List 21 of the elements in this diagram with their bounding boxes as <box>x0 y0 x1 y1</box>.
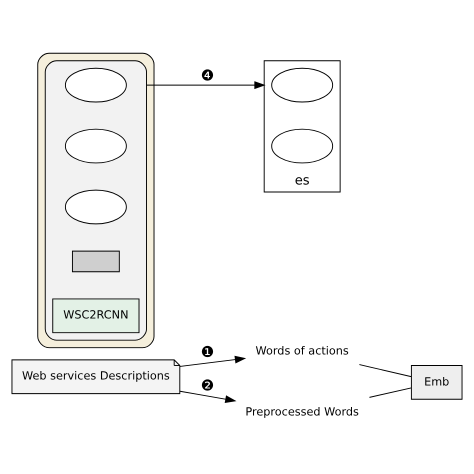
edge-label: ❹ <box>200 66 214 84</box>
node-text: Words of actions <box>256 344 349 357</box>
cluster <box>37 52 154 348</box>
arrow <box>146 80 266 89</box>
node-ellipse <box>64 128 127 163</box>
arrow <box>180 355 246 366</box>
node-ellipse <box>271 67 334 102</box>
node-box: Emb <box>410 364 462 400</box>
node-ellipse <box>64 189 127 224</box>
node-box: WSC2RCNN <box>52 298 140 333</box>
arrow <box>180 390 236 403</box>
cluster <box>44 60 147 340</box>
connector <box>368 386 412 398</box>
node-box <box>72 250 120 272</box>
connector <box>358 364 412 377</box>
node-text: Preprocessed Words <box>245 404 359 418</box>
edge-label: ❶ <box>200 342 214 360</box>
node-ellipse <box>271 128 334 163</box>
cluster: es <box>264 60 341 192</box>
edge-label: ❷ <box>200 376 214 394</box>
node-ellipse <box>64 67 127 102</box>
